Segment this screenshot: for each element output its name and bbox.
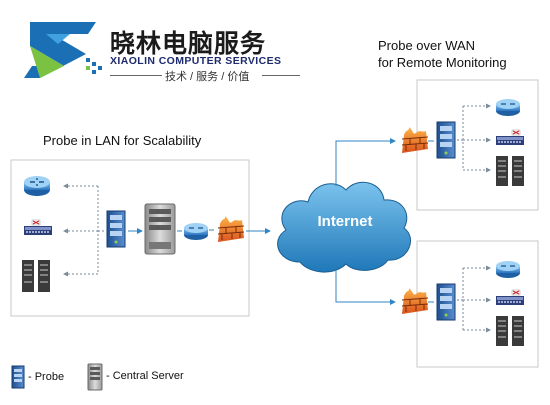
logo-mark-icon: [24, 22, 102, 78]
lan-title: Probe in LAN for Scalability: [43, 133, 202, 148]
switch-icon: [496, 129, 524, 145]
internet-cloud-icon: Internet: [277, 181, 411, 273]
lan-links: [63, 183, 106, 277]
logo-divider-right: [262, 75, 300, 76]
server-rack-icon: [496, 156, 524, 186]
router-icon: [496, 261, 520, 278]
switch-icon: [496, 289, 524, 305]
wan-links: [335, 138, 434, 305]
switch-icon: [24, 219, 52, 235]
probe-icon: [106, 210, 126, 248]
lan-backbone: [128, 228, 271, 234]
router-icon: [496, 99, 520, 116]
lan-box: [10, 159, 250, 317]
wan-bottom-links: [457, 265, 491, 333]
logo-name-cn: 晓林电脑服务: [110, 30, 267, 58]
server-rack-icon: [496, 316, 524, 346]
legend-probe-label: - Probe: [28, 371, 65, 383]
firewall-icon: [401, 288, 429, 314]
central-server-icon: [144, 203, 176, 255]
logo-name-en: XIAOLIN COMPUTER SERVICES: [110, 55, 282, 67]
router-icon: [24, 176, 50, 196]
internet-label: Internet: [317, 213, 372, 230]
router-icon: [184, 223, 208, 240]
logo-tagline: 技术 / 服务 / 价值: [165, 71, 250, 83]
server-rack-icon: [22, 260, 50, 292]
legend-central-server-label: - Central Server: [106, 370, 184, 382]
probe-icon: [11, 365, 25, 389]
probe-icon: [436, 283, 456, 321]
central-server-icon: [87, 363, 103, 391]
firewall-icon: [217, 216, 245, 242]
wan-top-links: [457, 103, 491, 173]
probe-icon: [436, 121, 456, 159]
wan-title-line1: Probe over WAN: [378, 38, 476, 53]
firewall-icon: [401, 127, 429, 153]
logo-divider-left: [110, 75, 162, 76]
wan-title-line2: for Remote Monitoring: [378, 55, 507, 70]
